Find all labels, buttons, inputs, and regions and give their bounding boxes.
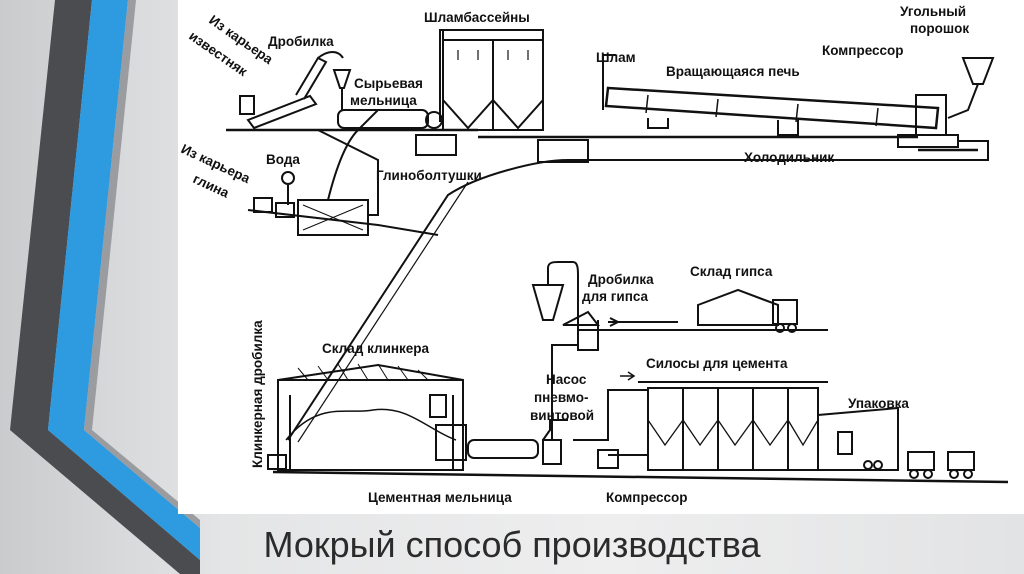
label-rotary-kiln: Вращающаяся печь bbox=[666, 64, 800, 79]
label-slurry: Шлам bbox=[596, 50, 636, 65]
slide-title: Мокрый способ производства bbox=[263, 524, 761, 565]
label-cooler: Холодильник bbox=[744, 150, 834, 165]
label-coal-powder-1: Угольный bbox=[900, 4, 966, 19]
label-screw-pump-2: пневмо- bbox=[534, 390, 589, 405]
label-packing: Упаковка bbox=[848, 396, 909, 411]
process-flow-diagram: Из карьера известняк Из карьера глина Др… bbox=[179, 4, 1009, 505]
production-diagram: Из карьера известняк Из карьера глина Др… bbox=[178, 0, 1024, 514]
label-compressor-top: Компрессор bbox=[822, 43, 904, 58]
label-screw-pump-1: Насос bbox=[546, 372, 587, 387]
label-water: Вода bbox=[266, 152, 300, 167]
label-clinker-store: Склад клинкера bbox=[322, 341, 430, 356]
label-coal-powder-2: порошок bbox=[910, 21, 969, 36]
label-gypsum-crusher-2: для гипса bbox=[582, 289, 649, 304]
label-clinker-crusher: Клинкерная дробилка bbox=[250, 320, 265, 468]
label-clay-mixers: Глиноболтушки bbox=[376, 168, 482, 183]
label-crusher: Дробилка bbox=[268, 34, 334, 49]
label-raw-mill-2: мельница bbox=[350, 93, 417, 108]
label-cement-silos: Силосы для цемента bbox=[646, 356, 788, 371]
decorative-stripes bbox=[10, 0, 200, 574]
label-screw-pump-3: винтовой bbox=[530, 408, 594, 423]
label-raw-mill-1: Сырьевая bbox=[354, 76, 423, 91]
label-cement-mill: Цементная мельница bbox=[368, 490, 512, 505]
label-gypsum-crusher-1: Дробилка bbox=[588, 272, 654, 287]
label-slurry-tanks: Шламбассейны bbox=[424, 10, 530, 25]
label-compressor-bottom: Компрессор bbox=[606, 490, 688, 505]
label-gypsum-store: Склад гипса bbox=[690, 264, 773, 279]
